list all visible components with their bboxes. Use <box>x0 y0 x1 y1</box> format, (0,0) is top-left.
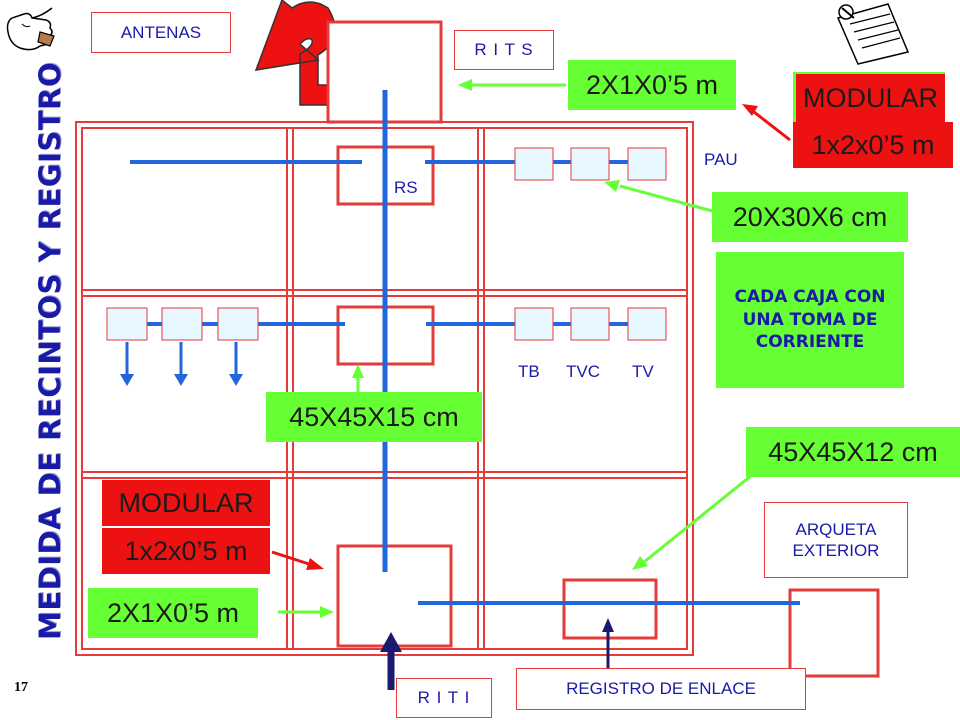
riti-label: R I T I <box>396 678 492 718</box>
registro-enlace-label: REGISTRO DE ENLACE <box>516 668 806 710</box>
pau-box-size-label: 20X30X6 cm <box>712 192 908 242</box>
page-number: 17 <box>14 680 28 695</box>
pau-label: PAU <box>704 150 738 169</box>
rs-label: RS <box>394 178 418 197</box>
notepad-pushpin-icon <box>836 3 910 65</box>
registro-enlace-size-label: 45X45X12 cm <box>746 427 960 477</box>
rits-size-label: 2X1X0’5 m <box>568 60 736 110</box>
cada-caja-note: CADA CAJA CON UNA TOMA DE CORRIENTE <box>716 252 904 388</box>
tb-label: TB <box>518 362 540 381</box>
modular-bottom-size-label: 1x2x0’5 m <box>102 528 270 574</box>
antenas-label: ANTENAS <box>91 12 231 53</box>
rits-label: R I T S <box>454 30 554 70</box>
modular-bottom-label: MODULAR <box>102 480 270 526</box>
modular-top-size-label: 1x2x0’5 m <box>793 122 953 168</box>
riti-size-label: 2X1X0’5 m <box>88 588 258 638</box>
arqueta-exterior-label: ARQUETA EXTERIOR <box>764 502 908 578</box>
tv-label: TV <box>632 362 654 381</box>
tvc-label: TVC <box>566 362 600 381</box>
registro-secundario-size-label: 45X45X15 cm <box>266 392 482 442</box>
modular-top-label: MODULAR <box>793 72 945 122</box>
hand-pointing-icon <box>6 7 55 51</box>
